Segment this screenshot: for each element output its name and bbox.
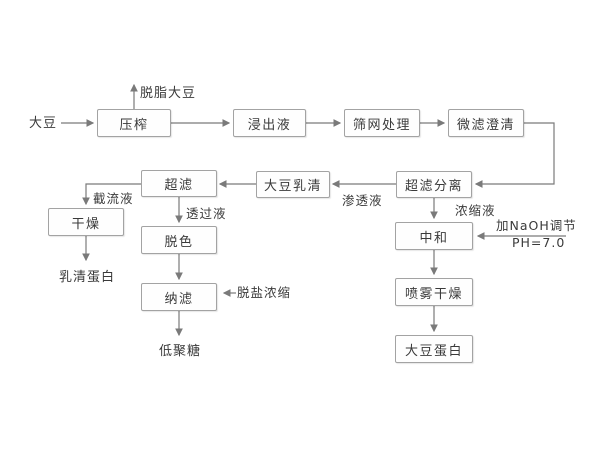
node-nalv: 纳滤 xyxy=(141,283,217,311)
node-chaolv-fenli: 超滤分离 xyxy=(396,171,472,198)
edge-label-ph: PH=7.0 xyxy=(512,235,566,250)
terminal-tuozhi-dadou: 脱脂大豆 xyxy=(140,86,197,101)
node-dadou-ruqing: 大豆乳清 xyxy=(256,171,330,198)
terminal-dijutang: 低聚糖 xyxy=(159,344,202,359)
edge-label-shentouye: 渗透液 xyxy=(342,193,383,208)
edge-label-tuoyan-nongsuo: 脱盐浓缩 xyxy=(237,285,292,300)
node-chaolv: 超滤 xyxy=(141,170,217,197)
node-dadou-danbai: 大豆蛋白 xyxy=(395,335,473,363)
edge-label-jia-naoh: 加NaOH调节 xyxy=(496,218,577,233)
node-tuose: 脱色 xyxy=(141,226,217,254)
edge-label-touguoye: 透过液 xyxy=(186,206,227,221)
node-shaiwang-chuli: 筛网处理 xyxy=(344,109,420,137)
terminal-ruqing-danbai: 乳清蛋白 xyxy=(59,270,116,285)
node-weilv-dengqing: 微滤澄清 xyxy=(448,109,524,137)
node-penwu-ganzao: 喷雾干燥 xyxy=(395,278,473,306)
node-yazha: 压榨 xyxy=(97,109,171,137)
edge-label-jieliuye: 截流液 xyxy=(93,191,134,206)
node-ganzao: 干燥 xyxy=(48,208,124,236)
node-zhonghe: 中和 xyxy=(395,222,473,250)
node-jinchuye: 浸出液 xyxy=(233,109,306,137)
edge-label-nongsuoye: 浓缩液 xyxy=(455,203,496,218)
terminal-dadou: 大豆 xyxy=(29,116,58,131)
